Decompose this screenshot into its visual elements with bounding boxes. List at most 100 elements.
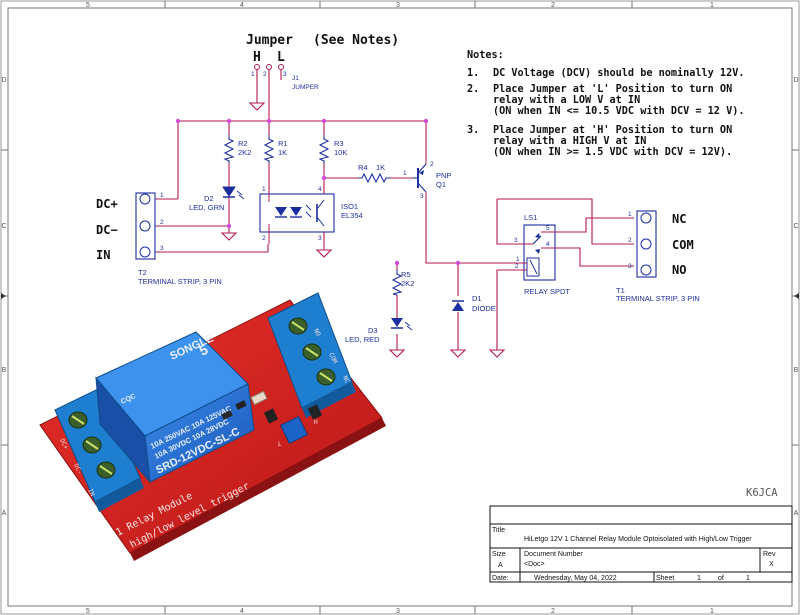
- date-label: Date:: [492, 575, 509, 582]
- size-value: A: [498, 562, 503, 569]
- note-line: relay with a LOW V at IN: [493, 94, 640, 106]
- r4-ref: R4: [358, 163, 368, 172]
- resistor-r2-icon: [223, 135, 235, 163]
- t2-label-in: IN: [96, 248, 110, 262]
- ground-icon: [315, 249, 333, 258]
- ls1-pin: 2: [515, 263, 519, 270]
- iso1-pin: 4: [318, 186, 322, 193]
- relay-ls1: 1 2 3 4 5 LS1 RELAY SPDT: [510, 213, 570, 296]
- ground-icon: [248, 102, 266, 111]
- t1-pin: 2: [628, 237, 632, 244]
- sheet-title: HiLetgo 12V 1 Channel Relay Module Optoi…: [524, 536, 752, 543]
- ground-icon: [388, 349, 406, 358]
- optocoupler-iso1: 1 2 3 4 ISO1 EL354: [259, 186, 363, 244]
- wires: [155, 70, 634, 350]
- frame-row-label: D: [793, 77, 798, 84]
- relay-module-photo: SONGLE 5 CQC 10A 250VAC 10A 125VAC 10A 3…: [39, 292, 386, 561]
- ls1-pin: 4: [546, 241, 550, 248]
- frame-col-label: 5: [86, 2, 90, 9]
- frame-col-label: 4: [240, 608, 244, 615]
- t2-pin: 2: [160, 219, 164, 226]
- note-number: 3.: [467, 125, 479, 136]
- d1-name: DIODE: [472, 304, 496, 313]
- board-mark: NC: [341, 375, 351, 385]
- frame-row-label: D: [1, 77, 6, 84]
- sheet-value: 1: [697, 575, 701, 582]
- d2-ref: D2: [204, 194, 214, 203]
- ground-icon: [449, 349, 467, 358]
- j1-pin: 1: [251, 71, 255, 78]
- rev-value: X: [769, 561, 774, 568]
- j1-name: JUMPER: [292, 84, 319, 91]
- t1-label-com: COM: [672, 238, 694, 252]
- q1-pin: 3: [420, 193, 424, 200]
- ls1-name: RELAY SPDT: [524, 287, 570, 296]
- transistor-q1: 1 2 3 PNP Q1: [403, 160, 451, 200]
- t2-pin: 3: [160, 245, 164, 252]
- led-d2: D2 LED, GRN: [189, 183, 245, 212]
- title-block: Title HiLetgo 12V 1 Channel Relay Module…: [489, 505, 793, 583]
- frame-col-label: 3: [396, 2, 400, 9]
- iso1-name: EL354: [341, 211, 363, 220]
- r2-value: 2K2: [238, 148, 251, 157]
- frame-row-label: C: [1, 223, 6, 230]
- sheet-label: Sheet: [656, 575, 674, 582]
- t1-label-no: NO: [672, 263, 686, 277]
- frame-col-label: 2: [551, 2, 555, 9]
- date-value: Wednesday, May 04, 2022: [534, 575, 617, 582]
- j1-ref: J1: [292, 75, 299, 82]
- r4-value: 1K: [376, 163, 385, 172]
- size-label: Size: [492, 551, 506, 558]
- jumper-title: Jumper: [246, 33, 293, 48]
- resistor-symbols: [223, 135, 403, 296]
- notes-block: Notes: 1. DC Voltage (DCV) should be nom…: [467, 50, 744, 158]
- t1-name: TERMINAL STRIP, 3 PIN: [616, 294, 700, 303]
- jumper-l-label: L: [277, 50, 285, 65]
- terminal-t1: 1 2 3 NC COM NO T1 TERMINAL STRIP, 3 PIN: [616, 210, 700, 303]
- jumper-header-photo: [263, 404, 323, 445]
- r1-value: 1K: [278, 148, 287, 157]
- wire-junctions: [175, 118, 461, 266]
- iso1-pin: 3: [318, 235, 322, 242]
- diode-d1: D1 DIODE: [452, 294, 496, 313]
- of-value: 1: [746, 575, 750, 582]
- jumper-j1: 1 2 3 J1 JUMPER: [251, 64, 319, 91]
- frame-col-label: 1: [710, 608, 714, 615]
- q1-pin: 2: [430, 161, 434, 168]
- r3-value: 10K: [334, 148, 347, 157]
- q1-ref: Q1: [436, 180, 446, 189]
- resistor-r1-icon: [263, 135, 275, 163]
- rev-label: Rev: [763, 551, 776, 558]
- note-line: DC Voltage (DCV) should be nominally 12V…: [493, 67, 744, 79]
- frame-row-label: A: [794, 510, 799, 517]
- t2-ref: T2: [138, 268, 147, 277]
- q1-type: PNP: [436, 171, 451, 180]
- light-emission-icon: [404, 321, 413, 331]
- light-emission-icon: [236, 190, 245, 200]
- frame-row-label: B: [794, 367, 799, 374]
- note-number: 2.: [467, 84, 479, 95]
- ls1-pin: 1: [516, 256, 520, 263]
- notes-title: Notes:: [467, 50, 504, 61]
- d3-ref: D3: [368, 326, 378, 335]
- iso1-pin: 1: [262, 186, 266, 193]
- board-mark: L: [278, 441, 282, 448]
- t1-ref: T1: [616, 286, 625, 295]
- see-notes-label: (See Notes): [313, 33, 399, 48]
- j1-pin: 2: [263, 71, 267, 78]
- r1-ref: R1: [278, 139, 288, 148]
- note-line: Place Jumper at 'L' Position to turn ON: [493, 83, 732, 95]
- frame-arrow-icon: [1, 293, 6, 299]
- note-line: Place Jumper at 'H' Position to turn ON: [493, 124, 732, 136]
- board-mark: IN: [86, 488, 96, 498]
- title-label: Title: [492, 527, 505, 534]
- board-mark: H: [314, 419, 318, 426]
- led-d3: D3 LED, RED: [345, 318, 413, 344]
- frame-col-label: 5: [86, 608, 90, 615]
- resistor-r5-icon: [391, 270, 403, 296]
- ls1-pin: 3: [514, 237, 518, 244]
- t1-label-nc: NC: [672, 212, 686, 226]
- t2-label-dcminus: DC−: [96, 223, 118, 237]
- frame-row-label: C: [793, 223, 798, 230]
